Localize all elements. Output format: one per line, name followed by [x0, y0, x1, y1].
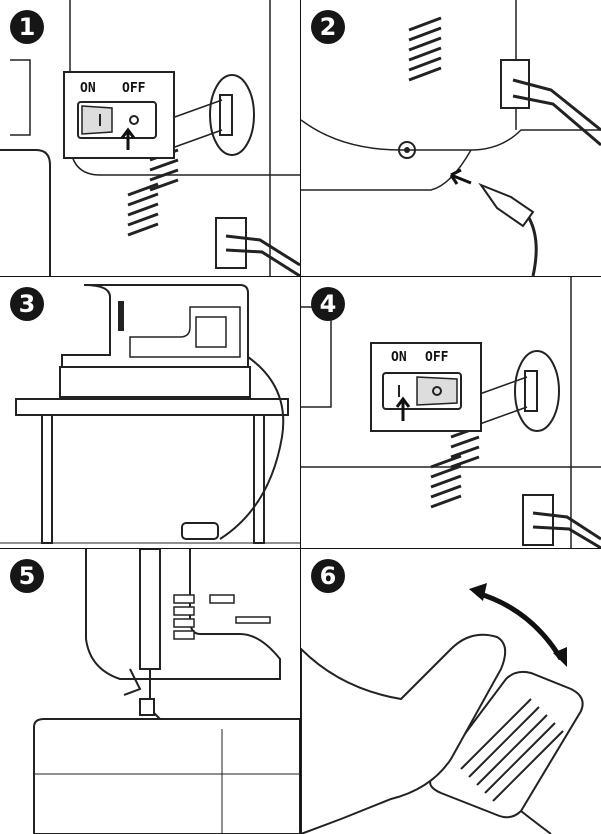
on-label: ON: [80, 81, 96, 96]
step-1-panel: ON OFF 1: [0, 0, 300, 276]
divider-horizontal-1: [0, 276, 601, 277]
step-4-panel: ON OFF 4: [301, 277, 601, 548]
foot-control: [429, 670, 584, 819]
divider-horizontal-2: [0, 548, 601, 549]
step-2-illustration: [301, 0, 601, 276]
off-label: OFF: [425, 350, 449, 365]
step-number-badge: 3: [10, 287, 44, 321]
step-number-badge: 1: [10, 10, 44, 44]
off-label: OFF: [122, 81, 146, 96]
step-3-illustration: [0, 284, 300, 544]
step-number-badge: 2: [311, 10, 345, 44]
step-6-illustration: [301, 583, 584, 834]
step-1-illustration: ON OFF: [0, 0, 300, 276]
step-6-panel: 6: [301, 549, 601, 834]
divider-vertical: [300, 0, 301, 834]
press-arrow-icon: [120, 127, 136, 150]
press-arrow-icon: [395, 396, 411, 421]
step-2-panel: 2: [301, 0, 601, 276]
step-number-badge: 6: [311, 559, 345, 593]
step-4-illustration: ON OFF: [301, 277, 601, 548]
step-5-panel: 5: [0, 549, 300, 834]
insert-arrow-icon: [449, 168, 462, 185]
step-3-panel: 3: [0, 277, 300, 548]
rocking-arrow-icon: [476, 590, 564, 661]
step-number-badge: 4: [311, 287, 345, 321]
step-number-badge: 5: [10, 559, 44, 593]
step-5-illustration: [33, 549, 300, 834]
on-label: ON: [391, 350, 407, 365]
